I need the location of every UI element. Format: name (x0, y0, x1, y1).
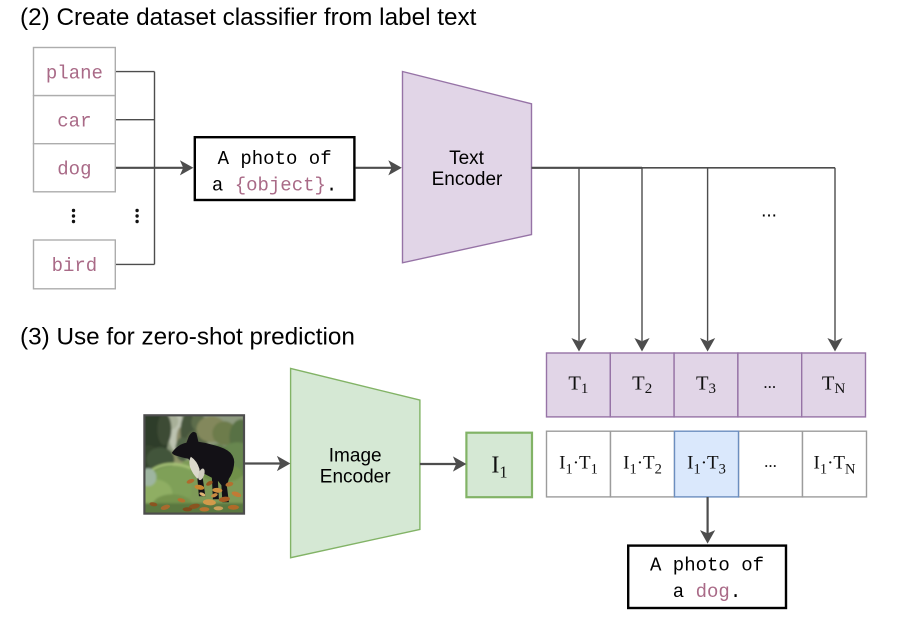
svg-text:Encoder: Encoder (320, 467, 391, 488)
svg-text:...: ... (763, 373, 776, 392)
svg-text:(2) Create dataset classifier: (2) Create dataset classifier from label… (20, 4, 477, 31)
svg-text:a {object}.: a {object}. (212, 175, 337, 197)
svg-text:a dog.: a dog. (673, 581, 741, 603)
svg-text:plane: plane (46, 62, 103, 84)
svg-text:bird: bird (52, 255, 98, 277)
svg-text:A photo of: A photo of (650, 555, 764, 577)
svg-text:dog: dog (57, 159, 91, 181)
svg-text:car: car (57, 110, 91, 132)
svg-text:Text: Text (449, 148, 485, 169)
svg-text:(3) Use for zero-shot predicti: (3) Use for zero-shot prediction (20, 324, 355, 351)
svg-text:...: ... (761, 201, 777, 222)
svg-text:Image: Image (329, 445, 382, 466)
svg-text:Encoder: Encoder (432, 169, 503, 190)
svg-text:...: ... (764, 452, 777, 471)
svg-text:A photo of: A photo of (218, 148, 332, 170)
